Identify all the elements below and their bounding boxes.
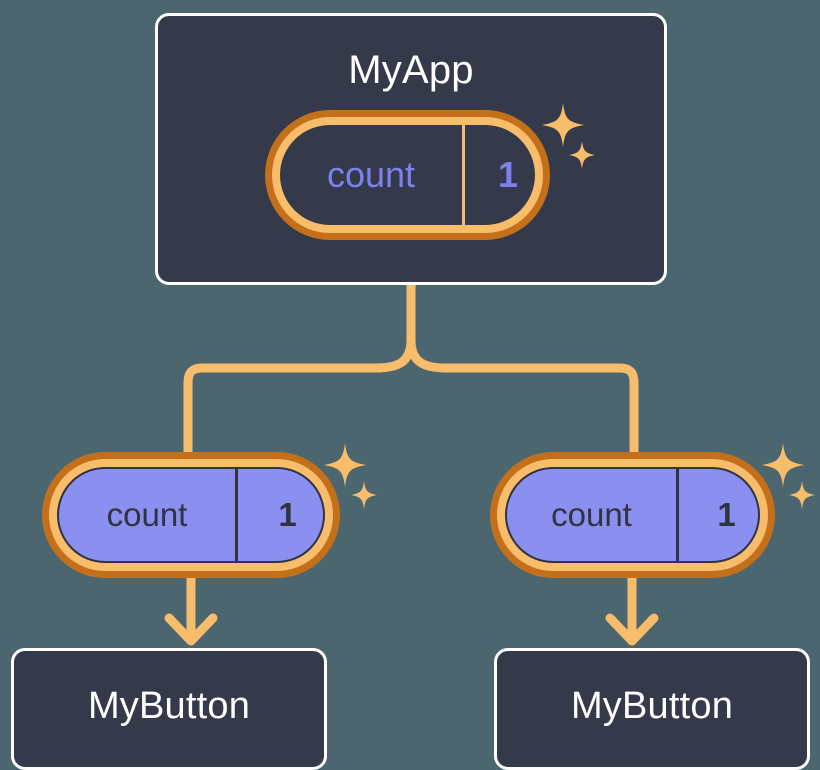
state-pill-child-right[interactable]: count 1 <box>490 452 775 578</box>
state-pill-body: count 1 <box>280 125 535 225</box>
state-pill-ring-inner: count 1 <box>49 459 333 571</box>
state-pill-myapp[interactable]: count 1 <box>265 110 550 240</box>
state-key-child-left: count <box>106 496 188 533</box>
state-divider-child-right <box>676 469 679 561</box>
state-key-child-right: count <box>551 496 632 533</box>
state-value-child-left: 1 <box>278 496 297 533</box>
state-pill-ring-inner: count 1 <box>497 459 768 571</box>
state-pill-child-left[interactable]: count 1 <box>42 452 340 578</box>
component-title-mybutton-left: MyButton <box>87 685 251 727</box>
connector-branch-left <box>183 335 416 457</box>
state-pill-body: count 1 <box>505 467 760 563</box>
component-box-mybutton-right[interactable]: MyButton <box>494 648 810 770</box>
connector-branch-right <box>406 335 639 457</box>
state-key-myapp: count <box>326 154 416 195</box>
state-value-myapp: 1 <box>497 154 519 195</box>
state-pill-ring-inner: count 1 <box>272 117 543 233</box>
component-title-myapp: MyApp <box>348 48 474 92</box>
arrow-head-right <box>605 613 659 646</box>
arrow-head-left <box>164 613 218 646</box>
state-pill-body: count 1 <box>57 467 325 563</box>
component-box-mybutton-left[interactable]: MyButton <box>11 648 327 770</box>
state-value-child-right: 1 <box>717 496 736 533</box>
component-title-mybutton-right: MyButton <box>570 685 734 727</box>
state-divider-child-left <box>235 469 238 561</box>
state-divider-myapp <box>462 125 465 225</box>
